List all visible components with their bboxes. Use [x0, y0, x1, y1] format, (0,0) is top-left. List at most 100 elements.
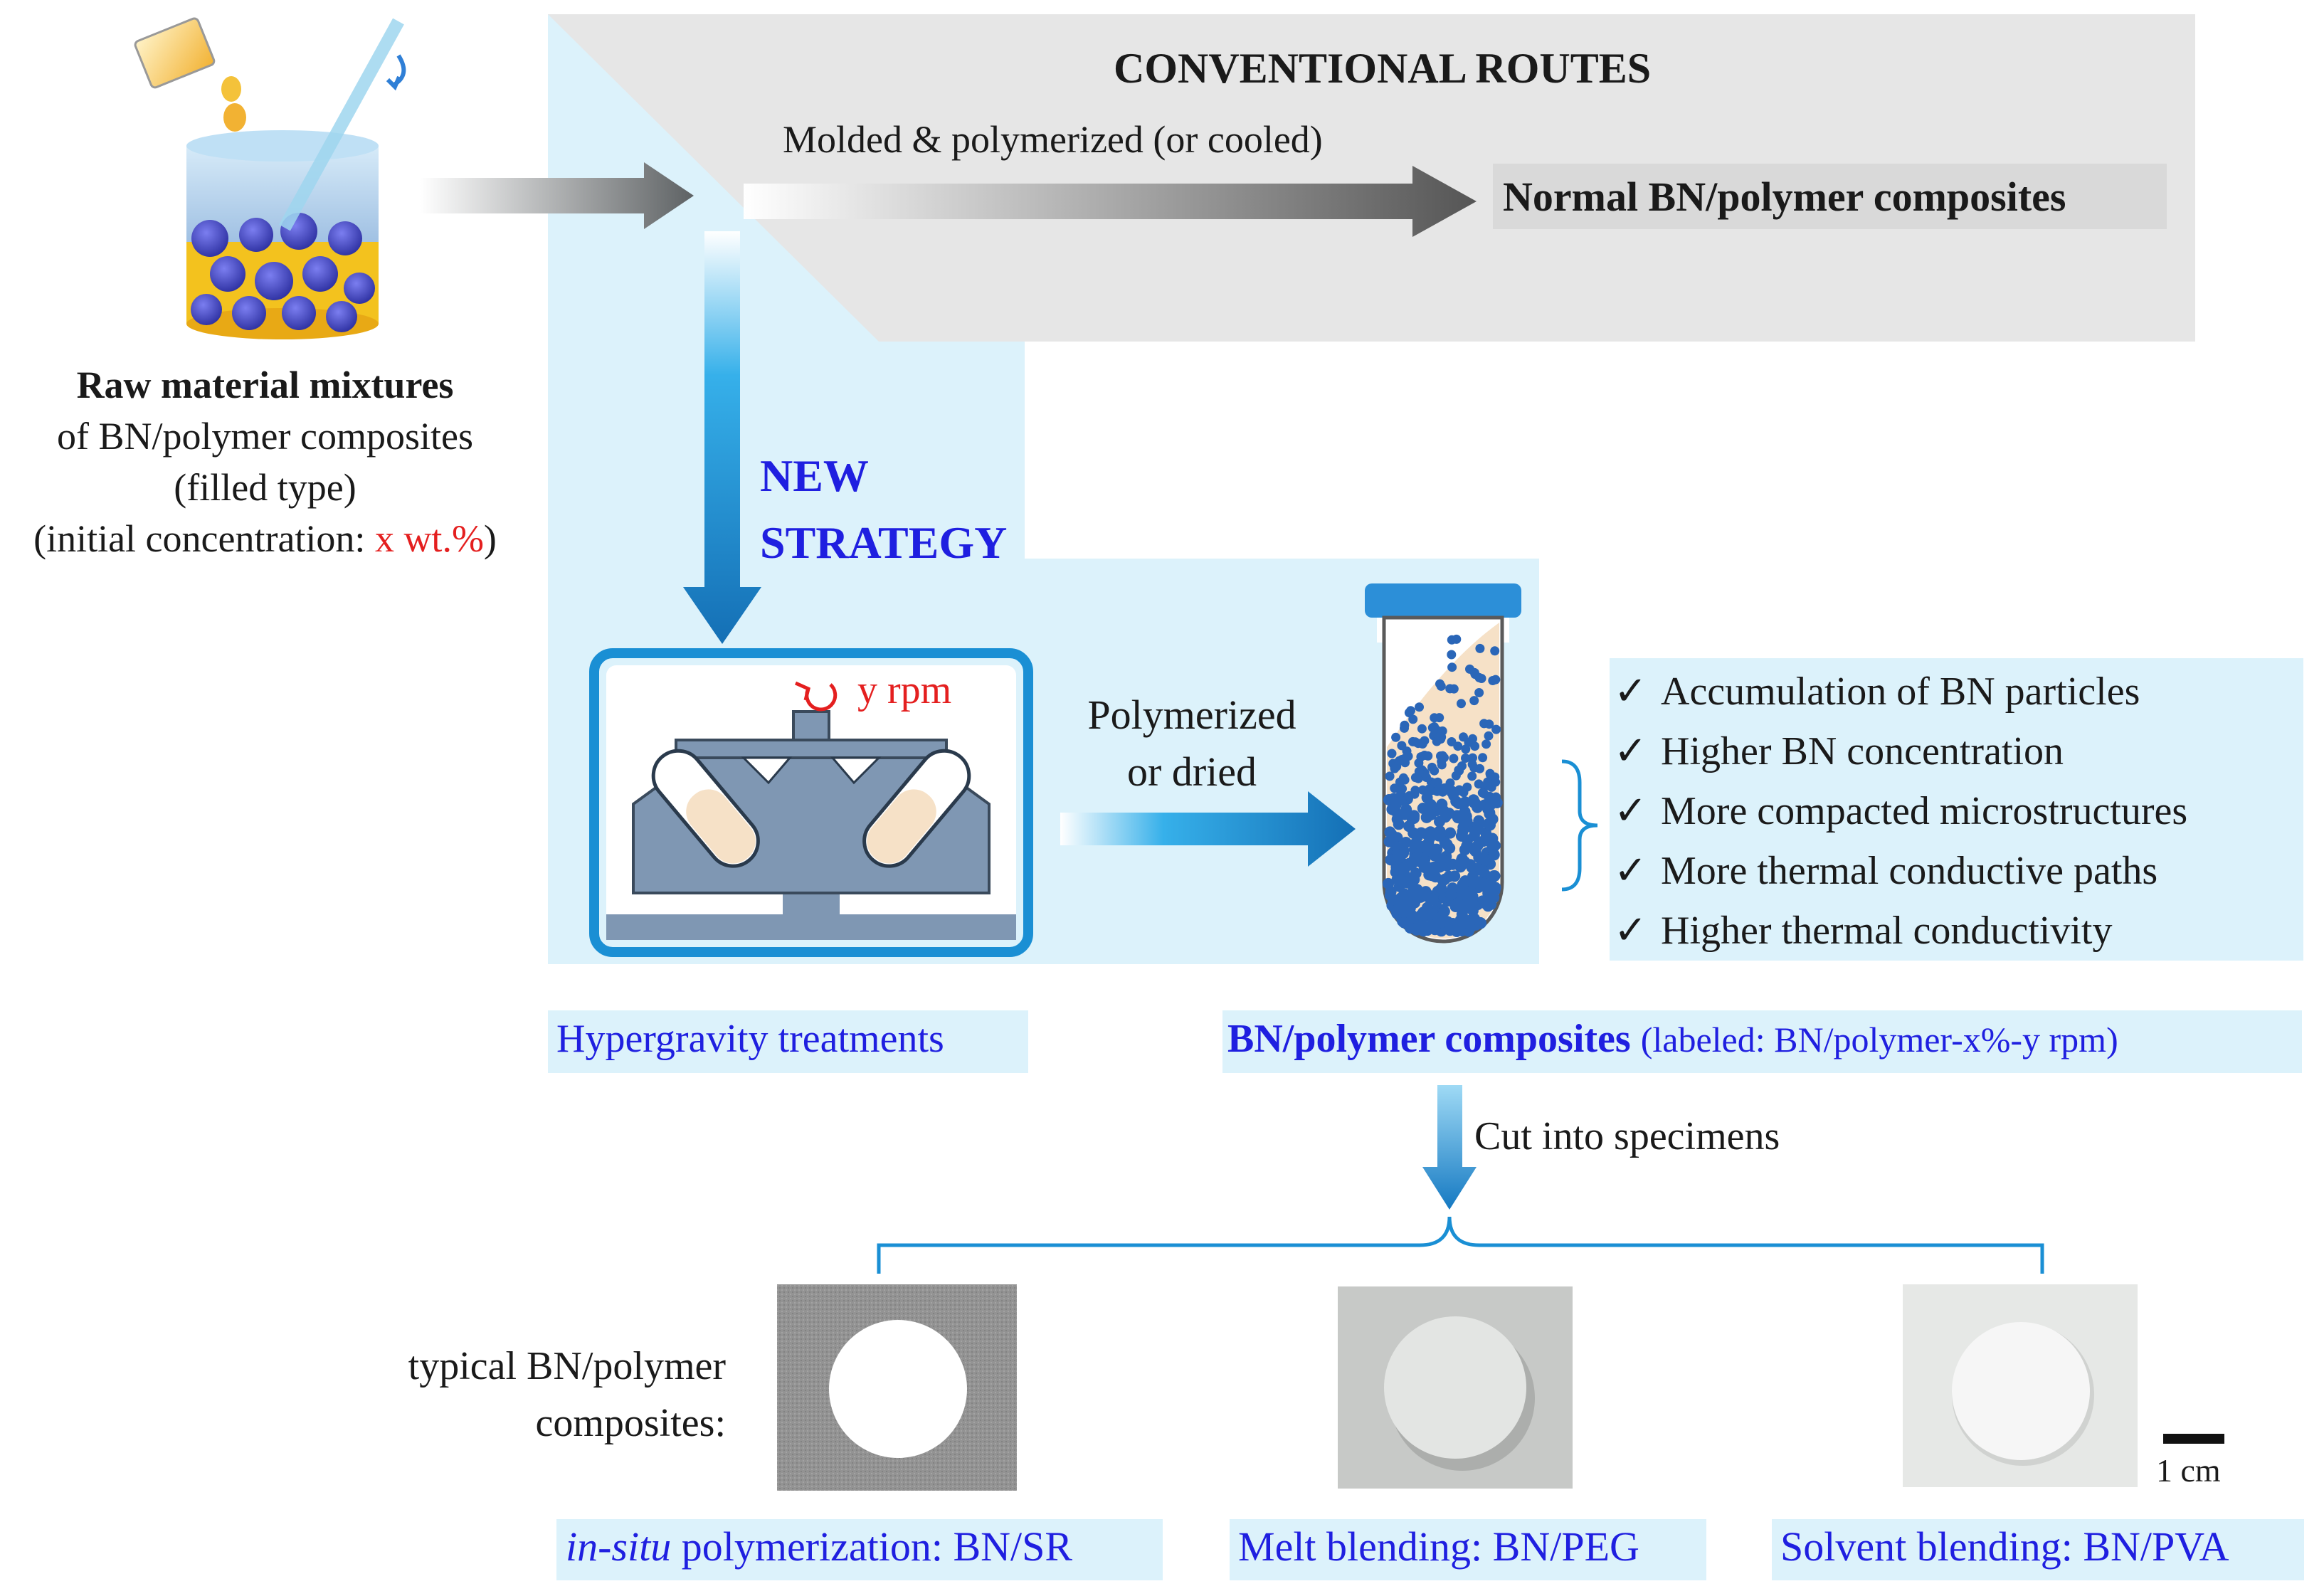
- bn-particle: [1459, 796, 1472, 808]
- raw-line4-prefix: (initial concentration:: [33, 517, 375, 560]
- benefit-text: Accumulation of BN particles: [1661, 670, 2140, 714]
- bn-particle: [1400, 720, 1410, 730]
- bn-particle: [1410, 786, 1420, 796]
- bn-particle: [1414, 766, 1424, 776]
- bn-particle: [1464, 902, 1476, 914]
- bn-particle: [1454, 766, 1464, 776]
- bn-particle: [1491, 792, 1501, 802]
- cut-label: Cut into specimens: [1474, 1114, 1780, 1158]
- bn-particle: [1449, 870, 1461, 882]
- bn-particle: [1420, 886, 1432, 898]
- raw-materials: Raw material mixtures of BN/polymer comp…: [0, 359, 530, 564]
- bn-particle: [1403, 857, 1415, 870]
- caption-box-peg: [1230, 1519, 1706, 1580]
- test-tube-icon: [1365, 583, 1521, 944]
- normal-composites-label: Normal BN/polymer composites: [1503, 174, 2066, 220]
- bn-particle: [1489, 882, 1501, 894]
- bn-particle: [1450, 796, 1462, 808]
- bn-particle: [1447, 737, 1457, 746]
- bn-particle: [1483, 777, 1493, 787]
- arrow-new-strategy: [683, 231, 761, 644]
- sample-photo-sr: [777, 1284, 1017, 1491]
- polymerize-line1: Polymerized: [1087, 692, 1296, 738]
- conventional-title: CONVENTIONAL ROUTES: [1114, 45, 1652, 92]
- hypergravity-box: [548, 1010, 1028, 1073]
- conventional-process: Molded & polymerized (or cooled): [783, 118, 1323, 161]
- arrow-cut: [1422, 1085, 1477, 1210]
- check-icon: ✓: [1614, 729, 1647, 773]
- bn-particle: [1469, 797, 1481, 809]
- bn-particle: [1474, 779, 1484, 789]
- typical-line1: typical BN/polymer: [408, 1344, 726, 1388]
- raw-line4-suffix: ): [483, 517, 497, 560]
- bn-particle: [1399, 808, 1410, 820]
- benefit-item: ✓More thermal conductive paths: [1614, 841, 2297, 901]
- bn-particle: [1486, 837, 1498, 850]
- benefit-text: More thermal conductive paths: [1661, 849, 2158, 893]
- normal-composites-box: [1493, 164, 2167, 229]
- caption-peg: Melt blending: BN/PEG: [1238, 1523, 1639, 1570]
- bn-particle: [1481, 739, 1491, 749]
- bn-particle: [1390, 763, 1400, 773]
- bn-particle: [1408, 810, 1420, 822]
- bn-particle: [1468, 753, 1477, 763]
- bn-particle: [1415, 921, 1427, 933]
- initial-concentration-value: x wt.%: [374, 517, 484, 560]
- arrow-conventional: [744, 166, 1477, 237]
- bn-particle: [1479, 853, 1491, 865]
- bn-particle: [1387, 749, 1397, 759]
- raw-title: Raw material mixtures: [76, 364, 454, 406]
- caption-box-pva: [1772, 1519, 2304, 1580]
- bn-particle: [1411, 831, 1423, 843]
- bn-particle: [1413, 739, 1423, 749]
- caption-sr: in-situ polymerization: BN/SR: [566, 1523, 1072, 1570]
- bn-particle: [1425, 784, 1434, 794]
- bn-particle: [1481, 830, 1492, 842]
- bn-particle: [1444, 827, 1457, 839]
- centrifuge-icon: [589, 648, 1033, 957]
- benefit-text: More compacted microstructures: [1661, 789, 2188, 833]
- typical-line2: composites:: [535, 1401, 726, 1445]
- bn-particle: [1427, 762, 1437, 772]
- bn-particle: [1480, 896, 1492, 908]
- bn-particle: [1458, 817, 1470, 828]
- bn-particle: [1404, 922, 1416, 934]
- bn-particle: [1406, 706, 1415, 716]
- bn-particle: [1454, 785, 1464, 795]
- composite-label-box: [1222, 1010, 2302, 1073]
- bn-particle: [1396, 788, 1406, 798]
- bn-particle: [1390, 796, 1402, 808]
- bn-particle: [1442, 916, 1453, 928]
- specimens-brace: [877, 1216, 2044, 1274]
- bn-particle: [1469, 696, 1479, 706]
- bn-particle: [1405, 791, 1415, 800]
- bn-particle: [1383, 877, 1395, 889]
- bn-particle: [1474, 688, 1484, 697]
- scale-bar: [2163, 1434, 2224, 1444]
- bn-particle: [1459, 888, 1471, 900]
- bn-particle: [1468, 830, 1480, 842]
- bn-particle: [1420, 860, 1432, 872]
- typical-label: typical BN/polymer composites:: [317, 1338, 726, 1452]
- bn-particle: [1484, 731, 1494, 741]
- sample-photo-peg: [1338, 1286, 1573, 1489]
- bn-particle: [1423, 751, 1433, 761]
- caption-sr-italic: in-situ: [566, 1523, 672, 1570]
- hypergravity-caption: Hypergravity treatments: [556, 1017, 944, 1061]
- bn-particle: [1478, 753, 1488, 763]
- bn-particle: [1479, 789, 1489, 799]
- bn-particle: [1459, 856, 1471, 868]
- bn-particle: [1491, 675, 1501, 685]
- bn-particle: [1433, 916, 1445, 929]
- bn-particle: [1447, 635, 1457, 645]
- bn-particle: [1398, 906, 1410, 918]
- bn-particle: [1433, 784, 1443, 794]
- bn-particle: [1461, 840, 1473, 852]
- check-icon: ✓: [1614, 789, 1647, 833]
- caption-pva: Solvent blending: BN/PVA: [1780, 1523, 2229, 1570]
- bn-particle: [1485, 770, 1495, 780]
- composite-label-main: BN/polymer composites: [1227, 1017, 1631, 1061]
- bn-particle: [1437, 751, 1447, 761]
- caption-box-sr: [556, 1519, 1163, 1580]
